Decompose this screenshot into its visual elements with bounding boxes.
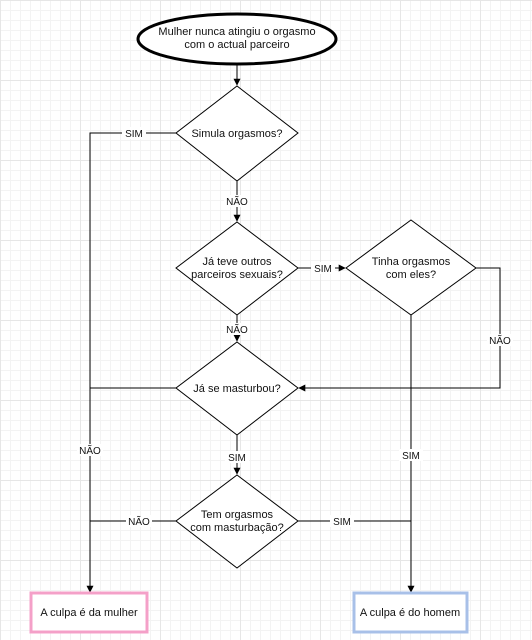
decision-tinha: Tinha orgasmos com eles? (345, 219, 477, 316)
start-node: Mulher nunca atingiu o orgasmo com o act… (136, 12, 338, 66)
label-masturbou-nao: NÃO (79, 444, 101, 457)
decision-tem: Tem orgasmos com masturbação? (175, 474, 299, 569)
outcome-homem-text: A culpa é do homem (360, 607, 460, 619)
connectors (86, 64, 501, 593)
edge-tinha-nao (298, 267, 501, 392)
decision-outros-text-line2: parceiros sexuais? (191, 269, 283, 281)
outcome-homem: A culpa é do homem (352, 591, 469, 634)
edge-simula-sim (86, 132, 176, 593)
label-tem-nao: NÃO (128, 515, 150, 528)
decision-simula-text: Simula orgasmos? (191, 128, 282, 140)
decision-tem-text-line1: Tem orgasmos (201, 509, 274, 521)
label-tinha-nao: NÃO (489, 334, 511, 347)
label-masturbou-sim: SIM (228, 453, 246, 464)
label-tem-sim: SIM (333, 517, 351, 528)
outcome-mulher-text: A culpa é da mulher (40, 607, 138, 619)
label-simula-nao: NÃO (226, 195, 248, 208)
decision-tinha-text-line1: Tinha orgasmos (372, 256, 451, 268)
decision-simula: Simula orgasmos? (175, 85, 299, 182)
label-outros-sim: SIM (314, 264, 332, 275)
decision-outros: Já teve outros parceiros sexuais? (175, 221, 299, 316)
decision-masturbou-text: Já se masturbou? (193, 383, 280, 395)
decision-tinha-text-line2: com eles? (386, 269, 436, 281)
decision-tem-text-line2: com masturbação? (190, 522, 284, 534)
edge-labels: SIM NÃO SIM NÃO NÃO SIM NÃO SIM NÃO SIM (77, 127, 513, 528)
label-outros-nao: NÃO (226, 323, 248, 336)
decision-masturbou: Já se masturbou? (175, 341, 299, 436)
label-tinha-sim: SIM (402, 451, 420, 462)
start-text-line2: com o actual parceiro (184, 39, 289, 51)
decision-outros-text-line1: Já teve outros (202, 256, 272, 268)
start-text-line1: Mulher nunca atingiu o orgasmo (158, 26, 315, 38)
label-simula-sim: SIM (125, 129, 143, 140)
outcome-mulher: A culpa é da mulher (29, 591, 149, 634)
